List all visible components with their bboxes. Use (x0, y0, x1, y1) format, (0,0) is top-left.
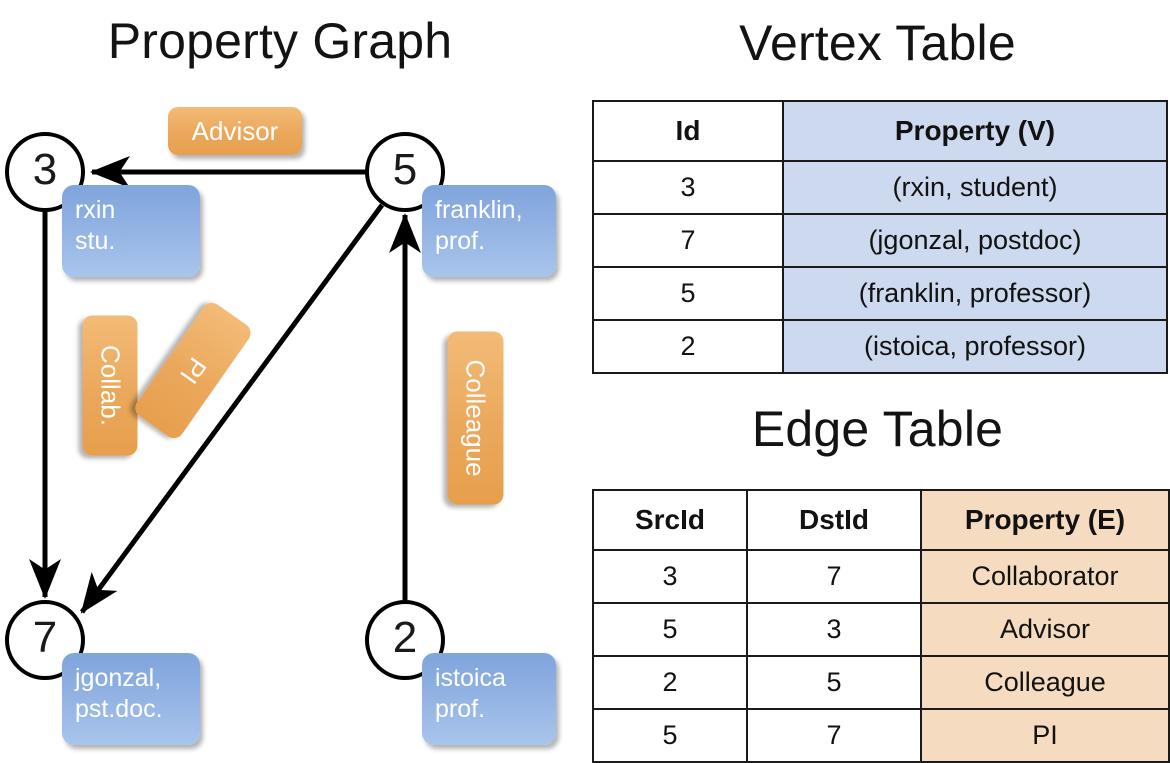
table-row: 3 7 Collaborator (592, 549, 1170, 604)
advisor-label: Advisor (168, 107, 302, 155)
table-row: 3 (rxin, student) (592, 160, 1168, 215)
table-row: 7 (jgonzal, postdoc) (592, 213, 1168, 268)
edge-cell-srcid: 3 (592, 549, 748, 604)
table-row: 2 5 Colleague (592, 655, 1170, 710)
node-5-property-box: franklin, prof. (422, 185, 556, 277)
colleague-label: Colleague (447, 331, 504, 505)
edge-cell-dstid: 5 (746, 655, 922, 710)
node-2-property-line2: prof. (435, 695, 486, 723)
node-2-property-line1: istoica (435, 664, 506, 692)
pi-label-text: PI (174, 352, 213, 390)
property-graph-title: Property Graph (107, 13, 453, 69)
node-3-id: 3 (32, 145, 58, 194)
edge-cell-property: Advisor (920, 602, 1170, 657)
vertex-cell-property: (istoica, professor) (782, 319, 1168, 374)
vertex-col-property: Property (V) (782, 100, 1168, 162)
node-7-property-line1: jgonzal, (75, 664, 162, 692)
edge-cell-property: Colleague (920, 655, 1170, 710)
vertex-cell-id: 2 (592, 319, 784, 374)
advisor-label-text: Advisor (191, 115, 279, 146)
vertex-cell-id: 3 (592, 160, 784, 215)
colleague-label-text: Colleague (461, 359, 491, 477)
vertex-table-header-row: Id Property (V) (592, 100, 1168, 162)
node-3-property-line2: stu. (75, 227, 116, 255)
edge-cell-srcid: 5 (592, 708, 748, 763)
node-7-id: 7 (32, 613, 58, 662)
edge-cell-srcid: 2 (592, 655, 748, 710)
vertex-table-title: Vertex Table (739, 15, 1016, 71)
node-2-id: 2 (392, 613, 418, 662)
edge-cell-dstid: 3 (746, 602, 922, 657)
edge-cell-dstid: 7 (746, 708, 922, 763)
node-7-property-box: jgonzal, pst.doc. (62, 653, 200, 745)
vertex-cell-property: (jgonzal, postdoc) (782, 213, 1168, 268)
table-row: 5 (franklin, professor) (592, 266, 1168, 321)
edge-col-srcid: SrcId (592, 489, 748, 551)
property-graph-panel: Property Graph 3 rxin stu. 5 franklin, p… (0, 0, 585, 760)
node-2-property-box: istoica prof. (422, 653, 556, 745)
node-7-property-line2: pst.doc. (75, 695, 163, 723)
node-3-property-box: rxin stu. (62, 185, 200, 277)
table-row: 5 7 PI (592, 708, 1170, 763)
edge-table-header-row: SrcId DstId Property (E) (592, 489, 1170, 551)
table-row: 5 3 Advisor (592, 602, 1170, 657)
vertex-cell-property: (rxin, student) (782, 160, 1168, 215)
edge-table: SrcId DstId Property (E) 3 7 Collaborato… (592, 489, 1170, 763)
graph-edges (29, 156, 421, 614)
vertex-col-id: Id (592, 100, 784, 162)
edge-cell-property: PI (920, 708, 1170, 763)
edge-cell-srcid: 5 (592, 602, 748, 657)
vertex-cell-id: 7 (592, 213, 784, 268)
collab-label: Collab. (82, 315, 138, 456)
vertex-cell-id: 5 (592, 266, 784, 321)
edge-cell-dstid: 7 (746, 549, 922, 604)
edge-table-title: Edge Table (751, 401, 1004, 457)
vertex-table: Id Property (V) 3 (rxin, student) 7 (jgo… (592, 100, 1168, 374)
node-5-property-line1: franklin, (435, 196, 523, 224)
collab-label-text: Collab. (95, 345, 126, 426)
node-5-property-line2: prof. (435, 227, 486, 255)
node-2[interactable]: 2 (365, 600, 445, 680)
edge-col-property: Property (E) (920, 489, 1170, 551)
table-row: 2 (istoica, professor) (592, 319, 1168, 374)
node-5-id: 5 (392, 145, 418, 194)
node-5[interactable]: 5 (365, 132, 445, 212)
edge-cell-property: Collaborator (920, 549, 1170, 604)
edge-5-to-7 (79, 203, 385, 614)
edge-col-dstid: DstId (746, 489, 922, 551)
node-3-property-line1: rxin (75, 196, 116, 224)
vertex-cell-property: (franklin, professor) (782, 266, 1168, 321)
